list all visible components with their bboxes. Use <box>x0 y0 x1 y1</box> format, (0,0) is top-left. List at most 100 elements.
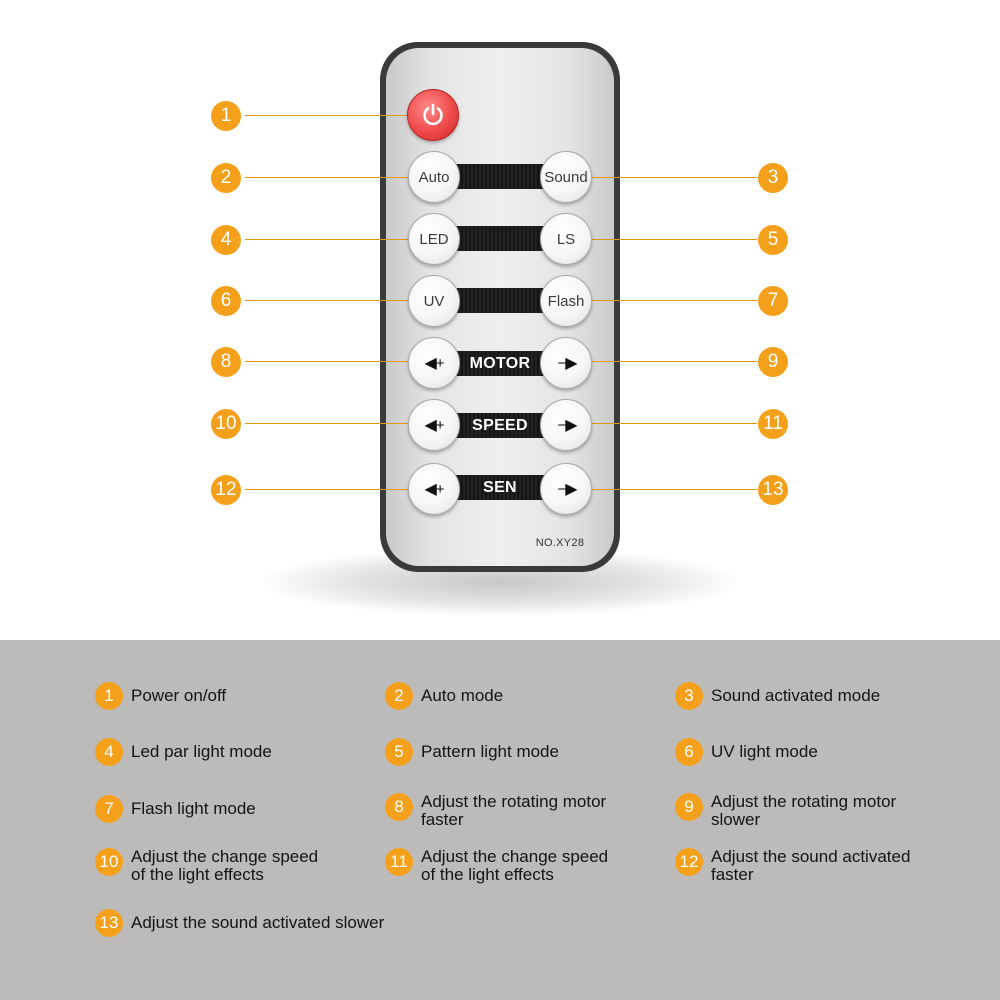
callout-4: 4 <box>211 225 241 255</box>
left-arrow-icon: ◀ <box>424 355 436 372</box>
sound-button[interactable]: Sound <box>540 151 592 203</box>
speed-label: SPEED <box>472 417 528 434</box>
auto-button[interactable]: Auto <box>408 151 460 203</box>
sen-minus-button[interactable]: −▶ <box>540 463 592 515</box>
leader-line-4 <box>245 239 408 240</box>
callout-6: 6 <box>211 286 241 316</box>
sen-plus-button[interactable]: ◀+ <box>408 463 460 515</box>
callout-9: 9 <box>758 347 788 377</box>
leader-line-12 <box>245 489 408 490</box>
minus-label: − <box>557 417 566 434</box>
remote-diagram: MOTOR SPEED SEN Auto Sound LED LS UV Fla… <box>211 42 788 616</box>
right-arrow-icon: ▶ <box>565 355 577 372</box>
legend-text: Sound activated mode <box>711 686 881 705</box>
legend-text: UV light mode <box>711 742 818 761</box>
legend-item-4: 4 Led par light mode <box>95 738 272 766</box>
legend-number: 2 <box>385 682 413 710</box>
callout-10: 10 <box>211 409 241 439</box>
legend-number: 3 <box>675 682 703 710</box>
legend-number: 12 <box>675 848 703 876</box>
plus-label: + <box>435 417 445 434</box>
legend-item-11: 11 Adjust the change speed of the light … <box>385 848 608 884</box>
plus-label: + <box>435 355 445 372</box>
leader-line-2 <box>245 177 408 178</box>
right-arrow-icon: ▶ <box>565 417 577 434</box>
legend-panel: 1 Power on/off 2 Auto mode 3 Sound activ… <box>0 640 1000 1000</box>
minus-label: − <box>557 355 566 372</box>
power-icon <box>423 103 443 126</box>
legend-item-7: 7 Flash light mode <box>95 795 256 823</box>
leader-line-1 <box>245 115 407 116</box>
legend-text: Adjust the rotating motor faster <box>421 792 607 829</box>
legend-number: 9 <box>675 793 703 821</box>
motor-label: MOTOR <box>469 355 531 372</box>
legend-number: 8 <box>385 793 413 821</box>
leader-line-13 <box>592 489 757 490</box>
callout-8: 8 <box>211 347 241 377</box>
flash-button[interactable]: Flash <box>540 275 592 327</box>
legend-text: Adjust the sound activated faster <box>711 847 911 884</box>
bar-sen <box>455 475 545 500</box>
legend-item-13: 13 Adjust the sound activated slower <box>95 909 384 937</box>
led-button[interactable]: LED <box>408 213 460 265</box>
sen-label: SEN <box>483 479 517 496</box>
minus-label: − <box>557 481 566 498</box>
legend-text: Auto mode <box>421 686 504 705</box>
legend-item-2: 2 Auto mode <box>385 682 503 710</box>
callout-7: 7 <box>758 286 788 316</box>
legend-number: 7 <box>95 795 123 823</box>
callout-5: 5 <box>758 225 788 255</box>
leader-line-5 <box>592 239 757 240</box>
right-arrow-icon: ▶ <box>565 481 577 498</box>
leader-line-7 <box>592 300 757 301</box>
callout-11: 11 <box>758 409 788 439</box>
legend-item-1: 1 Power on/off <box>95 682 226 710</box>
legend-item-3: 3 Sound activated mode <box>675 682 880 710</box>
callout-2: 2 <box>211 163 241 193</box>
bar-led-ls <box>455 226 545 251</box>
legend-text: Flash light mode <box>131 799 256 818</box>
callout-13: 13 <box>758 475 788 505</box>
legend-item-6: 6 UV light mode <box>675 738 818 766</box>
legend-text: Adjust the change speed of the light eff… <box>131 847 319 884</box>
leader-line-8 <box>245 361 408 362</box>
legend-number: 13 <box>95 909 123 937</box>
legend-item-9: 9 Adjust the rotating motor slower <box>675 793 896 829</box>
leader-line-9 <box>592 361 757 362</box>
leader-line-6 <box>245 300 408 301</box>
legend-number: 10 <box>95 848 123 876</box>
legend-text: Pattern light mode <box>421 742 559 761</box>
plus-label: + <box>435 481 445 498</box>
motor-minus-button[interactable]: −▶ <box>540 337 592 389</box>
speed-plus-button[interactable]: ◀+ <box>408 399 460 451</box>
speed-minus-button[interactable]: −▶ <box>540 399 592 451</box>
leader-line-11 <box>592 423 757 424</box>
legend-item-5: 5 Pattern light mode <box>385 738 559 766</box>
legend-number: 6 <box>675 738 703 766</box>
uv-button[interactable]: UV <box>408 275 460 327</box>
bar-auto-sound <box>455 164 545 189</box>
legend-text: Power on/off <box>131 686 227 705</box>
bar-motor <box>455 351 545 376</box>
model-label: NO.XY28 <box>535 537 585 549</box>
callout-3: 3 <box>758 163 788 193</box>
callout-1: 1 <box>211 101 241 131</box>
left-arrow-icon: ◀ <box>424 417 436 434</box>
leader-line-3 <box>592 177 757 178</box>
legend-text: Adjust the rotating motor slower <box>711 792 897 829</box>
legend-text: Adjust the sound activated slower <box>131 913 385 932</box>
bar-uv-flash <box>455 288 545 313</box>
legend-item-10: 10 Adjust the change speed of the light … <box>95 848 318 884</box>
leader-line-10 <box>245 423 408 424</box>
legend-text: Adjust the change speed of the light eff… <box>421 847 609 884</box>
legend-text: Led par light mode <box>131 742 272 761</box>
motor-plus-button[interactable]: ◀+ <box>408 337 460 389</box>
power-button[interactable] <box>407 89 459 141</box>
legend-number: 5 <box>385 738 413 766</box>
callout-12: 12 <box>211 475 241 505</box>
legend-item-8: 8 Adjust the rotating motor faster <box>385 793 606 829</box>
legend-number: 11 <box>385 848 413 876</box>
left-arrow-icon: ◀ <box>424 481 436 498</box>
legend-item-12: 12 Adjust the sound activated faster <box>675 848 910 884</box>
ls-button[interactable]: LS <box>540 213 592 265</box>
